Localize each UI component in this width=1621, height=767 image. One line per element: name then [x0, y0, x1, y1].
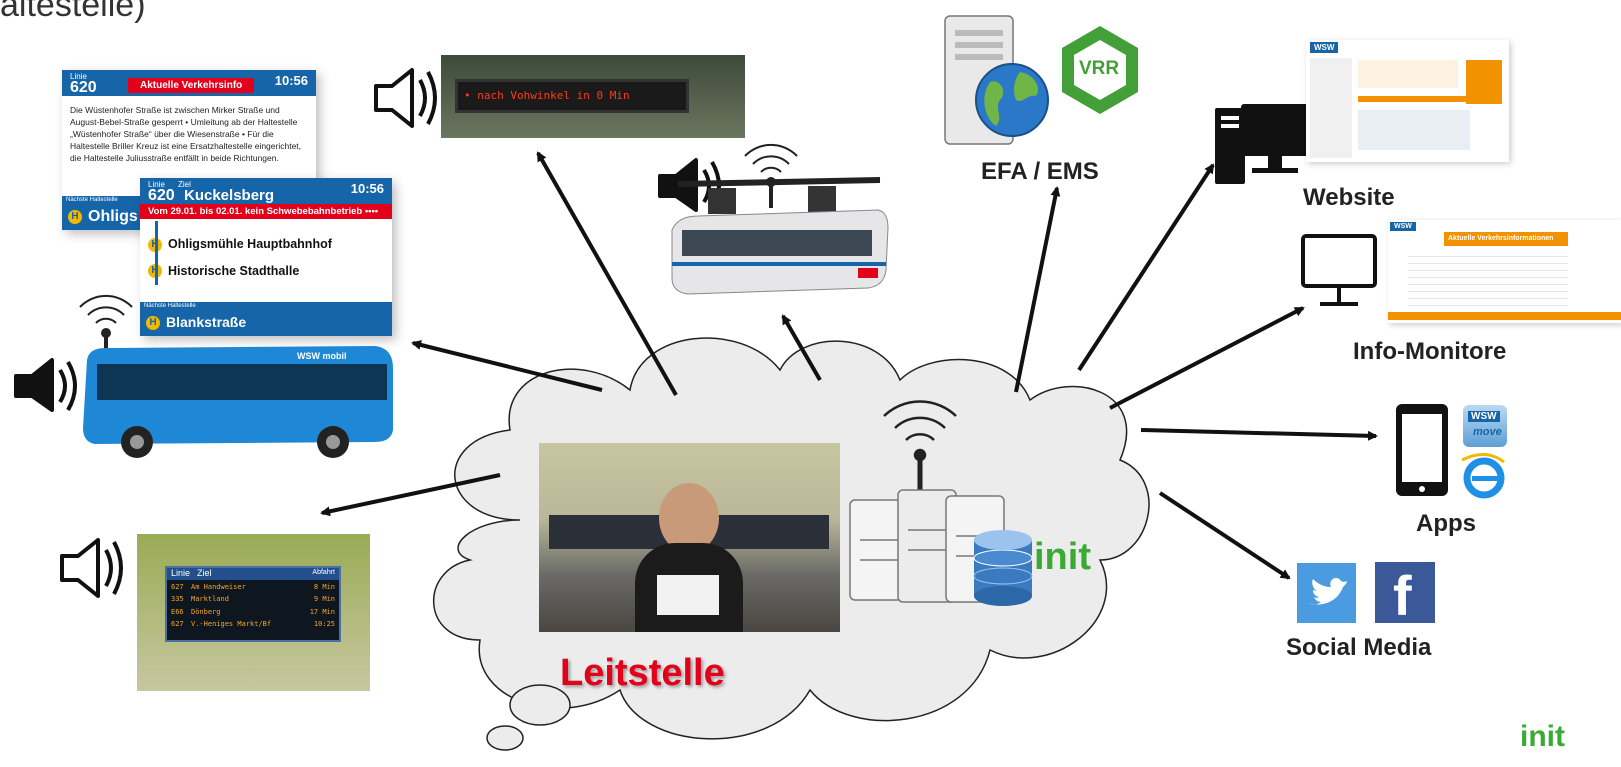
- line-caption: Linie: [148, 180, 165, 189]
- facebook-icon: f: [1375, 562, 1435, 626]
- speaker-filled-icon-2: [14, 358, 77, 412]
- line-number: 620: [70, 79, 97, 96]
- service-banner: Vom 29.01. bis 02.01. kein Schwebebahnbe…: [140, 204, 392, 219]
- speaker-outline-icon: [374, 68, 437, 128]
- stop-item: HHistorische Stadthalle: [148, 264, 384, 279]
- apps-label: Apps: [1416, 510, 1476, 537]
- board-header: Linie Ziel Abfahrt: [167, 568, 339, 580]
- internet-explorer-icon: [1461, 453, 1505, 499]
- suspended-train-photo: [668, 170, 890, 298]
- arrow-to-info-monitor: [1109, 306, 1305, 410]
- website-logo: WSW: [1310, 42, 1339, 53]
- arrow-to-bus: [411, 340, 603, 392]
- vrr-logo-icon: [1062, 26, 1138, 114]
- led-display-photo: • nach Vohwinkel in 0 Min: [441, 55, 745, 138]
- database-icon: [973, 530, 1033, 606]
- route-line: [155, 221, 158, 285]
- line-number: 620: [148, 187, 175, 204]
- header-fragment: altestelle): [0, 0, 146, 24]
- footer-init-logo: init: [1520, 720, 1565, 753]
- vrr-logo-text: VRR: [1079, 58, 1120, 79]
- website-label: Website: [1303, 184, 1395, 211]
- globe-icon: [975, 63, 1049, 137]
- traffic-info-text: Die Wüstenhofer Straße ist zwischen Mirk…: [70, 105, 302, 163]
- info-monitor-screenshot: WSW Aktuelle Verkehrsinformationen: [1388, 220, 1621, 323]
- control-room-photo: [539, 443, 840, 632]
- wsw-move-app-icon: WSW move: [1463, 405, 1507, 447]
- arrow-to-led: [536, 151, 678, 396]
- thought-bubble-small: [486, 725, 524, 751]
- next-stop-caption: Nächste Haltestelle: [66, 197, 118, 203]
- bus-photo: WSW mobil: [75, 338, 400, 463]
- arrow-to-apps: [1140, 428, 1378, 441]
- efa-ems-label: EFA / EMS: [981, 158, 1099, 185]
- arrow-to-website: [1077, 163, 1215, 372]
- website-screenshot: WSW: [1306, 40, 1509, 162]
- monitor-outline-icon: [1301, 234, 1377, 306]
- next-stop-caption: Nächste Haltestelle: [144, 303, 196, 309]
- social-media-label: Social Media: [1286, 634, 1432, 661]
- control-center-label: Leitstelle: [560, 652, 725, 694]
- bus-label: WSW mobil: [297, 351, 347, 361]
- speaker-outline-icon-2: [60, 538, 123, 598]
- info-monitor-label: Info-Monitore: [1353, 338, 1507, 365]
- desktop-computer-icon: [1215, 104, 1315, 184]
- destination-name: Kuckelsberg: [184, 187, 275, 204]
- destination-caption: Ziel: [178, 180, 191, 189]
- clock-time: 10:56: [274, 73, 308, 88]
- stop-item: HOhligsmühle Hauptbahnhof: [148, 237, 384, 252]
- arrow-to-efa: [1014, 186, 1061, 393]
- line-caption: Linie: [70, 72, 87, 81]
- clock-time: 10:56: [350, 181, 384, 196]
- info-monitor-logo: WSW: [1390, 222, 1416, 231]
- twitter-icon: [1297, 563, 1356, 623]
- init-logo: init: [1034, 536, 1091, 578]
- arrow-to-social: [1158, 491, 1291, 580]
- stop-list: HOhligsmühle Hauptbahnhof HHistorische S…: [140, 219, 392, 297]
- led-display-text: • nach Vohwinkel in 0 Min: [455, 79, 689, 113]
- traffic-info-badge: Aktuelle Verkehrsinfo: [128, 78, 255, 93]
- info-monitor-title: Aktuelle Verkehrsinformationen: [1444, 232, 1568, 246]
- arrow-to-stop-board: [320, 473, 501, 517]
- thought-bubble-large: [509, 684, 571, 726]
- route-info-screen: Linie Ziel 620 Kuckelsberg 10:56 Vom 29.…: [140, 178, 392, 336]
- arrow-to-train: [781, 314, 822, 382]
- wireless-icon-server: [883, 400, 957, 492]
- smartphone-icon: [1396, 404, 1448, 496]
